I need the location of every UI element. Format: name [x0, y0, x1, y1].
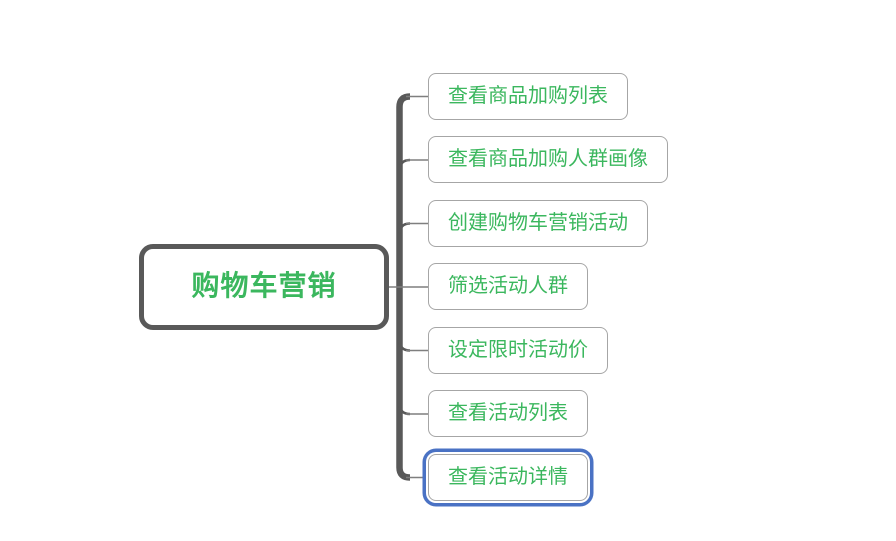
branch-fillet — [398, 158, 411, 172]
subtopic-view-campaign-list[interactable]: 查看活动列表 — [428, 390, 588, 437]
branch-fillet — [398, 222, 411, 235]
subtopic-view-campaign-detail[interactable]: 查看活动详情 — [428, 454, 588, 501]
branch-fillet — [398, 403, 411, 416]
subtopic-view-cart-add-audience[interactable]: 查看商品加购人群画像 — [428, 136, 668, 183]
subtopic-set-limited-price[interactable]: 设定限时活动价 — [428, 327, 608, 374]
branch-fillet — [398, 339, 411, 352]
subtopic-create-campaign[interactable]: 创建购物车营销活动 — [428, 200, 648, 247]
subtopic-view-cart-add-list[interactable]: 查看商品加购列表 — [428, 73, 628, 120]
root-topic[interactable]: 购物车营销 — [139, 244, 389, 330]
spine-line — [396, 93, 411, 481]
subtopic-filter-audience[interactable]: 筛选活动人群 — [428, 263, 588, 310]
